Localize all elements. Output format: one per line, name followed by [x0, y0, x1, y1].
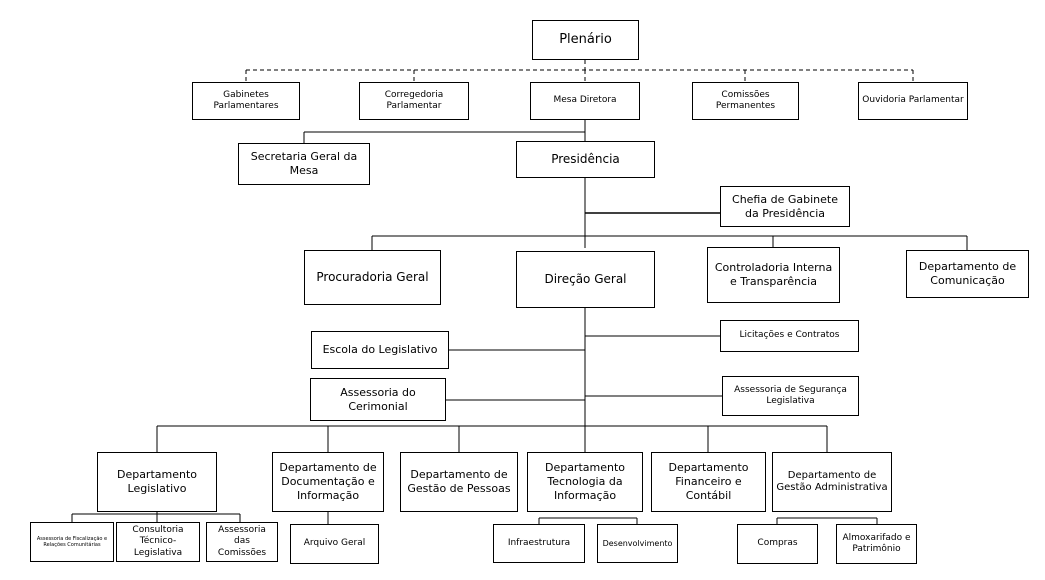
node-compras: Compras	[737, 524, 818, 564]
node-plenario-label: Plenário	[559, 31, 612, 47]
node-seguranca: Assessoria de Segurança Legislativa	[722, 376, 859, 416]
node-assessoria-comissoes: Assessoria das Comissões	[206, 522, 278, 562]
node-fiscalizacao: Assessoria de Fiscalização e Relações Co…	[30, 522, 114, 562]
node-controladoria: Controladoria Interna e Transparência	[707, 247, 840, 303]
node-dep-legislativo: Departamento Legislativo	[97, 452, 217, 512]
node-licitacoes-label: Licitações e Contratos	[739, 330, 840, 341]
node-comunicacao: Departamento de Comunicação	[906, 250, 1029, 298]
node-licitacoes: Licitações e Contratos	[720, 320, 859, 352]
node-direcao-geral: Direção Geral	[516, 251, 655, 308]
node-dep-ti-label: Departamento Tecnologia da Informação	[544, 461, 626, 502]
node-chefia-gabinete: Chefia de Gabinete da Presidência	[720, 186, 850, 227]
node-ouvidoria-label: Ouvidoria Parlamentar	[862, 95, 964, 106]
node-dep-gestao-pessoas-label: Departamento de Gestão de Pessoas	[407, 468, 511, 495]
node-ouvidoria: Ouvidoria Parlamentar	[858, 82, 968, 120]
node-direcao-geral-label: Direção Geral	[544, 272, 627, 286]
node-consultoria-label: Consultoria Técnico-Legislativa	[132, 525, 184, 558]
node-mesa-diretora: Mesa Diretora	[530, 82, 640, 120]
node-procuradoria: Procuradoria Geral	[304, 250, 441, 305]
node-gabinetes-label: Gabinetes Parlamentares	[213, 89, 279, 111]
node-infraestrutura: Infraestrutura	[493, 524, 585, 563]
node-consultoria: Consultoria Técnico-Legislativa	[116, 522, 200, 562]
node-dep-gestao-administrativa-label: Departamento de Gestão Administrativa	[776, 469, 888, 494]
node-desenvolvimento: Desenvolvimento	[597, 524, 678, 563]
node-comissoes-permanentes: Comissões Permanentes	[692, 82, 799, 120]
node-desenvolvimento-label: Desenvolvimento	[602, 538, 673, 548]
node-presidencia: Presidência	[516, 141, 655, 178]
node-dep-documentacao-label: Departamento de Documentação e Informaçã…	[279, 461, 377, 502]
node-secretaria-geral: Secretaria Geral da Mesa	[238, 143, 370, 185]
node-almoxarifado: Almoxarifado e Patrimônio	[836, 524, 917, 564]
node-arquivo-geral-label: Arquivo Geral	[303, 538, 366, 549]
node-secretaria-geral-label: Secretaria Geral da Mesa	[250, 150, 358, 177]
node-fiscalizacao-label: Assessoria de Fiscalização e Relações Co…	[36, 535, 108, 549]
node-procuradoria-label: Procuradoria Geral	[316, 270, 429, 284]
node-mesa-diretora-label: Mesa Diretora	[553, 95, 617, 106]
node-dep-documentacao: Departamento de Documentação e Informaçã…	[272, 452, 384, 512]
node-dep-ti: Departamento Tecnologia da Informação	[527, 452, 643, 512]
node-comissoes-permanentes-label: Comissões Permanentes	[715, 89, 776, 111]
node-gabinetes: Gabinetes Parlamentares	[192, 82, 300, 120]
node-seguranca-label: Assessoria de Segurança Legislativa	[734, 384, 847, 406]
node-corregedoria: Corregedoria Parlamentar	[359, 82, 469, 120]
node-controladoria-label: Controladoria Interna e Transparência	[714, 261, 833, 288]
node-dep-gestao-pessoas: Departamento de Gestão de Pessoas	[400, 452, 518, 512]
node-presidencia-label: Presidência	[551, 152, 620, 166]
node-dep-legislativo-label: Departamento Legislativo	[116, 468, 198, 495]
node-comunicacao-label: Departamento de Comunicação	[918, 260, 1017, 287]
node-corregedoria-label: Corregedoria Parlamentar	[384, 89, 444, 111]
node-escola-legislativo: Escola do Legislativo	[311, 331, 449, 369]
node-assessoria-comissoes-label: Assessoria das Comissões	[217, 525, 267, 558]
node-cerimonial-label: Assessoria do Cerimonial	[340, 385, 416, 413]
node-infraestrutura-label: Infraestrutura	[507, 537, 571, 548]
node-chefia-gabinete-label: Chefia de Gabinete da Presidência	[732, 192, 838, 220]
node-plenario: Plenário	[532, 20, 639, 60]
node-arquivo-geral: Arquivo Geral	[290, 524, 379, 564]
node-compras-label: Compras	[757, 538, 798, 549]
node-dep-gestao-administrativa: Departamento de Gestão Administrativa	[772, 452, 892, 512]
node-dep-financeiro: Departamento Financeiro e Contábil	[651, 452, 766, 512]
node-dep-financeiro-label: Departamento Financeiro e Contábil	[668, 461, 749, 502]
node-almoxarifado-label: Almoxarifado e Patrimônio	[842, 532, 911, 554]
node-cerimonial: Assessoria do Cerimonial	[310, 378, 446, 421]
node-escola-legislativo-label: Escola do Legislativo	[322, 343, 438, 357]
